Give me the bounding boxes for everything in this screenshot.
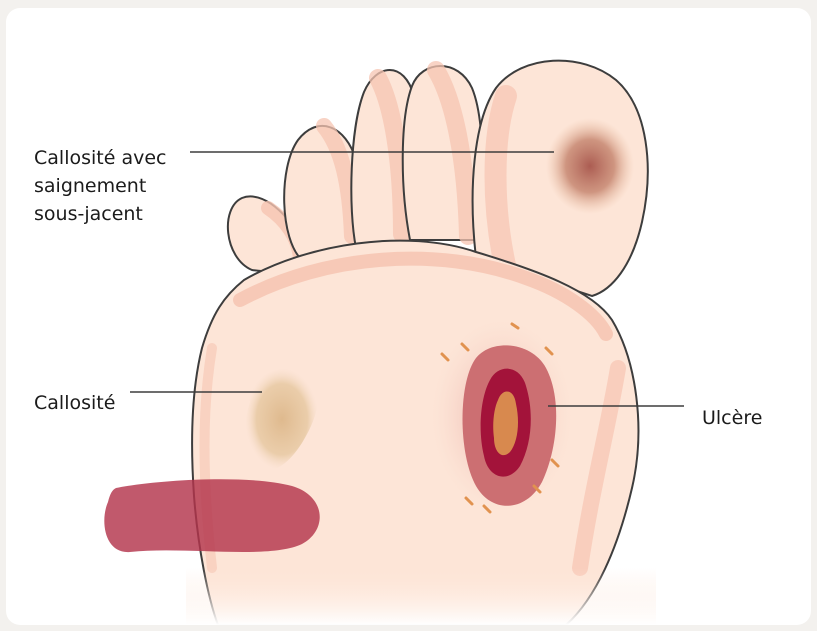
label-callus-bleeding-line-1: Callosité avec bbox=[34, 144, 166, 172]
sole bbox=[186, 241, 656, 625]
label-callus-bleeding-line-2: saignement bbox=[34, 172, 166, 200]
label-ulcer: Ulcère bbox=[702, 404, 762, 432]
foot-illustration bbox=[6, 8, 811, 625]
ulcer bbox=[432, 320, 572, 512]
label-callus-bleeding-line-3: sous-jacent bbox=[34, 200, 166, 228]
label-callus: Callosité bbox=[34, 389, 115, 417]
pressure-mark bbox=[104, 479, 319, 552]
label-callus-bleeding: Callosité avec saignement sous-jacent bbox=[34, 144, 166, 228]
toe-2 bbox=[403, 66, 483, 240]
callus-bleeding-spot bbox=[546, 118, 634, 214]
illustration-card: Callosité avec saignement sous-jacent Ca… bbox=[6, 8, 811, 625]
